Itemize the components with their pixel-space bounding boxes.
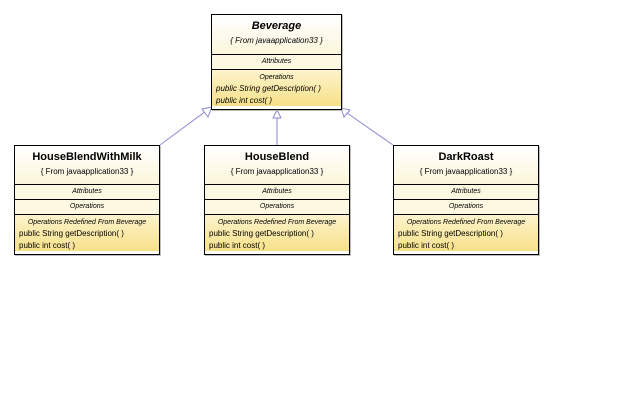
operation-get-description: public String getDescription( ) <box>19 229 124 238</box>
redefined-operations-label: Operations Redefined From Beverage <box>27 219 147 226</box>
generalization-line <box>159 110 207 146</box>
class-houseblend[interactable]: HouseBlend { From javaapplication33 } At… <box>204 145 350 255</box>
operation-get-description: public String getDescription( ) <box>398 229 503 238</box>
generalization-darkroast-to-beverage <box>340 107 394 146</box>
class-package: { From javaapplication33 } <box>230 36 323 45</box>
generalization-arrowhead-icon <box>201 106 213 119</box>
redefined-operations-label: Operations Redefined From Beverage <box>217 219 337 226</box>
generalization-arrowhead-icon <box>340 107 351 118</box>
class-package: { From javaapplication33 } <box>230 167 324 176</box>
attributes-compartment: Attributes <box>15 185 159 200</box>
generalization-arrowhead-icon <box>272 108 282 119</box>
operation-get-description: public String getDescription( ) <box>209 229 314 238</box>
class-header: DarkRoast { From javaapplication33 } <box>394 146 538 185</box>
class-name: DarkRoast <box>438 151 494 163</box>
attributes-compartment: Attributes <box>205 185 349 200</box>
redefined-operations-label: Operations Redefined From Beverage <box>406 219 526 226</box>
attributes-compartment: Attributes <box>212 55 341 70</box>
class-name: HouseBlend <box>244 151 310 163</box>
class-houseblendwithmilk[interactable]: HouseBlendWithMilk { From javaapplicatio… <box>14 145 160 255</box>
class-header: HouseBlendWithMilk { From javaapplicatio… <box>15 146 159 185</box>
class-package: { From javaapplication33 } <box>40 167 134 176</box>
operations-compartment: Operations <box>205 200 349 215</box>
operation-cost: public int cost( ) <box>19 240 76 250</box>
generalization-houseblend-to-beverage <box>272 108 282 145</box>
redefined-operations-compartment: Operations Redefined From Beverage publi… <box>15 215 159 251</box>
operations-compartment: Operations <box>394 200 538 215</box>
operation-cost: public int cost( ) <box>216 95 273 105</box>
class-header: Beverage { From javaapplication33 } <box>212 15 341 55</box>
operation-get-description: public String getDescription( ) <box>216 84 321 93</box>
class-package: { From javaapplication33 } <box>419 167 513 176</box>
redefined-operations-compartment: Operations Redefined From Beverage publi… <box>205 215 349 251</box>
redefined-operations-compartment: Operations Redefined From Beverage publi… <box>394 215 538 251</box>
operations-compartment: Operations public String getDescription(… <box>212 70 341 106</box>
class-name: Beverage <box>251 20 302 32</box>
operations-label: Operations <box>259 74 294 81</box>
generalization-houseblendwithmilk-to-beverage <box>159 106 213 146</box>
class-header: HouseBlend { From javaapplication33 } <box>205 146 349 185</box>
class-beverage[interactable]: Beverage { From javaapplication33 } Attr… <box>211 14 342 110</box>
operation-cost: public int cost( ) <box>209 240 266 250</box>
operation-cost: public int cost( ) <box>398 240 455 250</box>
class-name: HouseBlendWithMilk <box>32 151 142 163</box>
generalization-line <box>346 112 394 146</box>
class-darkroast[interactable]: DarkRoast { From javaapplication33 } Att… <box>393 145 539 255</box>
operations-compartment: Operations <box>15 200 159 215</box>
attributes-compartment: Attributes <box>394 185 538 200</box>
